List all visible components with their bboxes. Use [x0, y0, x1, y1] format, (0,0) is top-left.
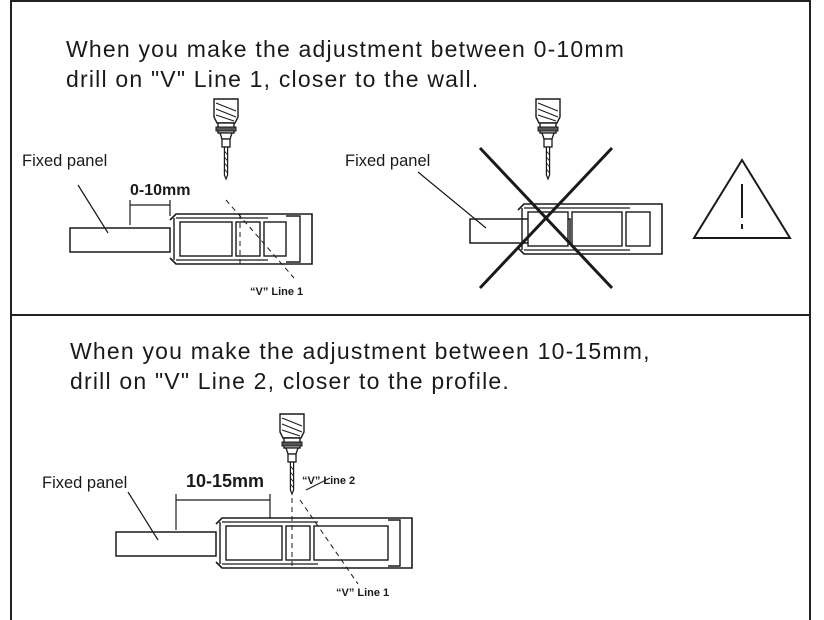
- diagram-top-left: Fixed panel 0-10mm “V” Line 1: [22, 98, 313, 298]
- drill-icon-3: [279, 413, 305, 495]
- instruction-top-line-1: When you make the adjustment between 0-1…: [66, 36, 626, 62]
- diagram-frame: [10, 0, 811, 620]
- warning-triangle-icon: [692, 158, 792, 239]
- v-line-2-label: “V” Line 2: [302, 475, 355, 487]
- instruction-bottom-line-1: When you make the adjustment between 10-…: [70, 338, 651, 364]
- v-line-1-label-2: “V” Line 1: [336, 587, 389, 599]
- fixed-panel-label-2: Fixed panel: [345, 152, 430, 170]
- section-divider: [10, 314, 811, 316]
- dimension-label: 0-10mm: [130, 182, 190, 199]
- instruction-top-line-2: drill on "V" Line 1, closer to the wall.: [66, 66, 480, 92]
- dimension-label-2: 10-15mm: [186, 471, 264, 491]
- fixed-panel-label-3: Fixed panel: [42, 474, 127, 492]
- v-line-1-label: “V” Line 1: [250, 286, 303, 298]
- diagram-bottom: Fixed panel 10-15mm “V” Line 2 “V” Line …: [42, 413, 413, 599]
- cross-out-icon: [478, 146, 614, 290]
- drill-icon-2: [535, 98, 561, 180]
- instruction-bottom-line-2: drill on "V" Line 2, closer to the profi…: [70, 368, 510, 394]
- diagram-top-right: Fixed panel: [345, 98, 792, 290]
- fixed-panel-label: Fixed panel: [22, 152, 107, 170]
- drill-icon: [213, 98, 239, 180]
